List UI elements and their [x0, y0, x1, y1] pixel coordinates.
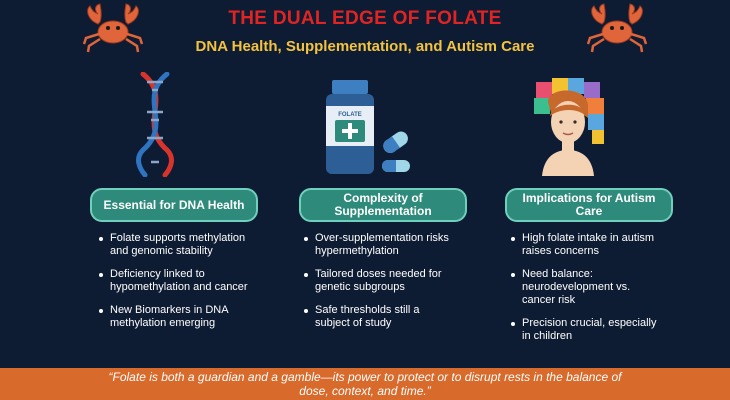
- dna-helix-icon: [136, 72, 174, 177]
- bullet-list-autism-care: High folate intake in autism raises conc…: [510, 232, 660, 353]
- list-item: Folate supports methylation and genomic …: [98, 232, 248, 258]
- column-heading-dna-health: Essential for DNA Health: [90, 188, 258, 222]
- page-title: THE DUAL EDGE OF FOLATE: [228, 8, 502, 29]
- bullet-list-supplementation: Over-supplementation risks hypermethylat…: [303, 232, 453, 340]
- list-item: Precision crucial, especially in childre…: [510, 317, 660, 343]
- bullet-list-dna-health: Folate supports methylation and genomic …: [98, 232, 248, 340]
- list-item: Deficiency linked to hypomethylation and…: [98, 268, 248, 294]
- column-heading-autism-care: Implications for Autism Care: [505, 188, 673, 222]
- list-item: New Biomarkers in DNA methylation emergi…: [98, 304, 248, 330]
- crab-icon: [82, 3, 144, 53]
- folate-bottle-icon: FOLATE: [326, 80, 410, 174]
- footer-quote: “Folate is both a guardian and a gamble—…: [108, 370, 622, 398]
- puzzle-head-icon: [534, 78, 604, 176]
- page-subtitle: DNA Health, Supplementation, and Autism …: [195, 38, 535, 55]
- list-item: High folate intake in autism raises conc…: [510, 232, 660, 258]
- bottle-label: FOLATE: [338, 112, 362, 118]
- list-item: Safe thresholds still a subject of study: [303, 304, 453, 330]
- list-item: Over-supplementation risks hypermethylat…: [303, 232, 453, 258]
- footer-quote-banner: “Folate is both a guardian and a gamble—…: [0, 368, 730, 400]
- column-heading-supplementation: Complexity of Supplementation: [299, 188, 467, 222]
- crab-icon: [586, 3, 648, 53]
- list-item: Need balance: neurodevelopment vs. cance…: [510, 268, 660, 307]
- list-item: Tailored doses needed for genetic subgro…: [303, 268, 453, 294]
